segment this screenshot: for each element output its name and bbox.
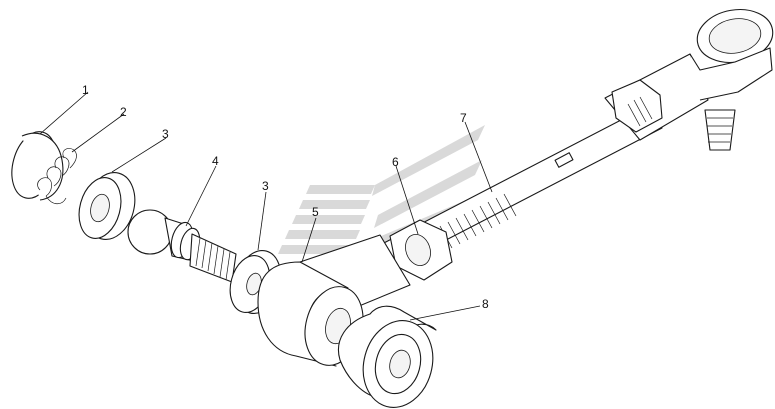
callout-3-lower: 3: [257, 179, 269, 251]
callout-6: 6: [392, 155, 419, 235]
callout-label-6: 6: [392, 155, 399, 169]
callout-1: 1: [39, 83, 89, 135]
callout-label-7: 7: [460, 111, 467, 125]
part-1-cap: [11, 131, 64, 201]
callout-label-8: 8: [482, 297, 489, 311]
callout-5: 5: [301, 205, 319, 263]
callout-8: 8: [409, 297, 489, 321]
callout-label-1: 1: [82, 83, 89, 97]
part-4-ball-pin: [127, 209, 237, 283]
part-5-housing: [257, 234, 411, 367]
callout-label-2: 2: [120, 105, 127, 119]
callout-label-5: 5: [312, 205, 319, 219]
callout-label-4: 4: [212, 154, 219, 168]
callout-3-upper: 3: [111, 127, 169, 173]
part-7-tie-rod: [379, 9, 774, 269]
callout-7: 7: [460, 111, 493, 193]
callout-label-3b: 3: [262, 179, 269, 193]
callout-label-3a: 3: [162, 127, 169, 141]
part-3-washer-upper: [78, 172, 136, 240]
callout-2: 2: [71, 105, 127, 153]
part-2-spring: [37, 148, 77, 205]
callout-4: 4: [185, 154, 219, 227]
part-8-bushing: [338, 305, 437, 408]
